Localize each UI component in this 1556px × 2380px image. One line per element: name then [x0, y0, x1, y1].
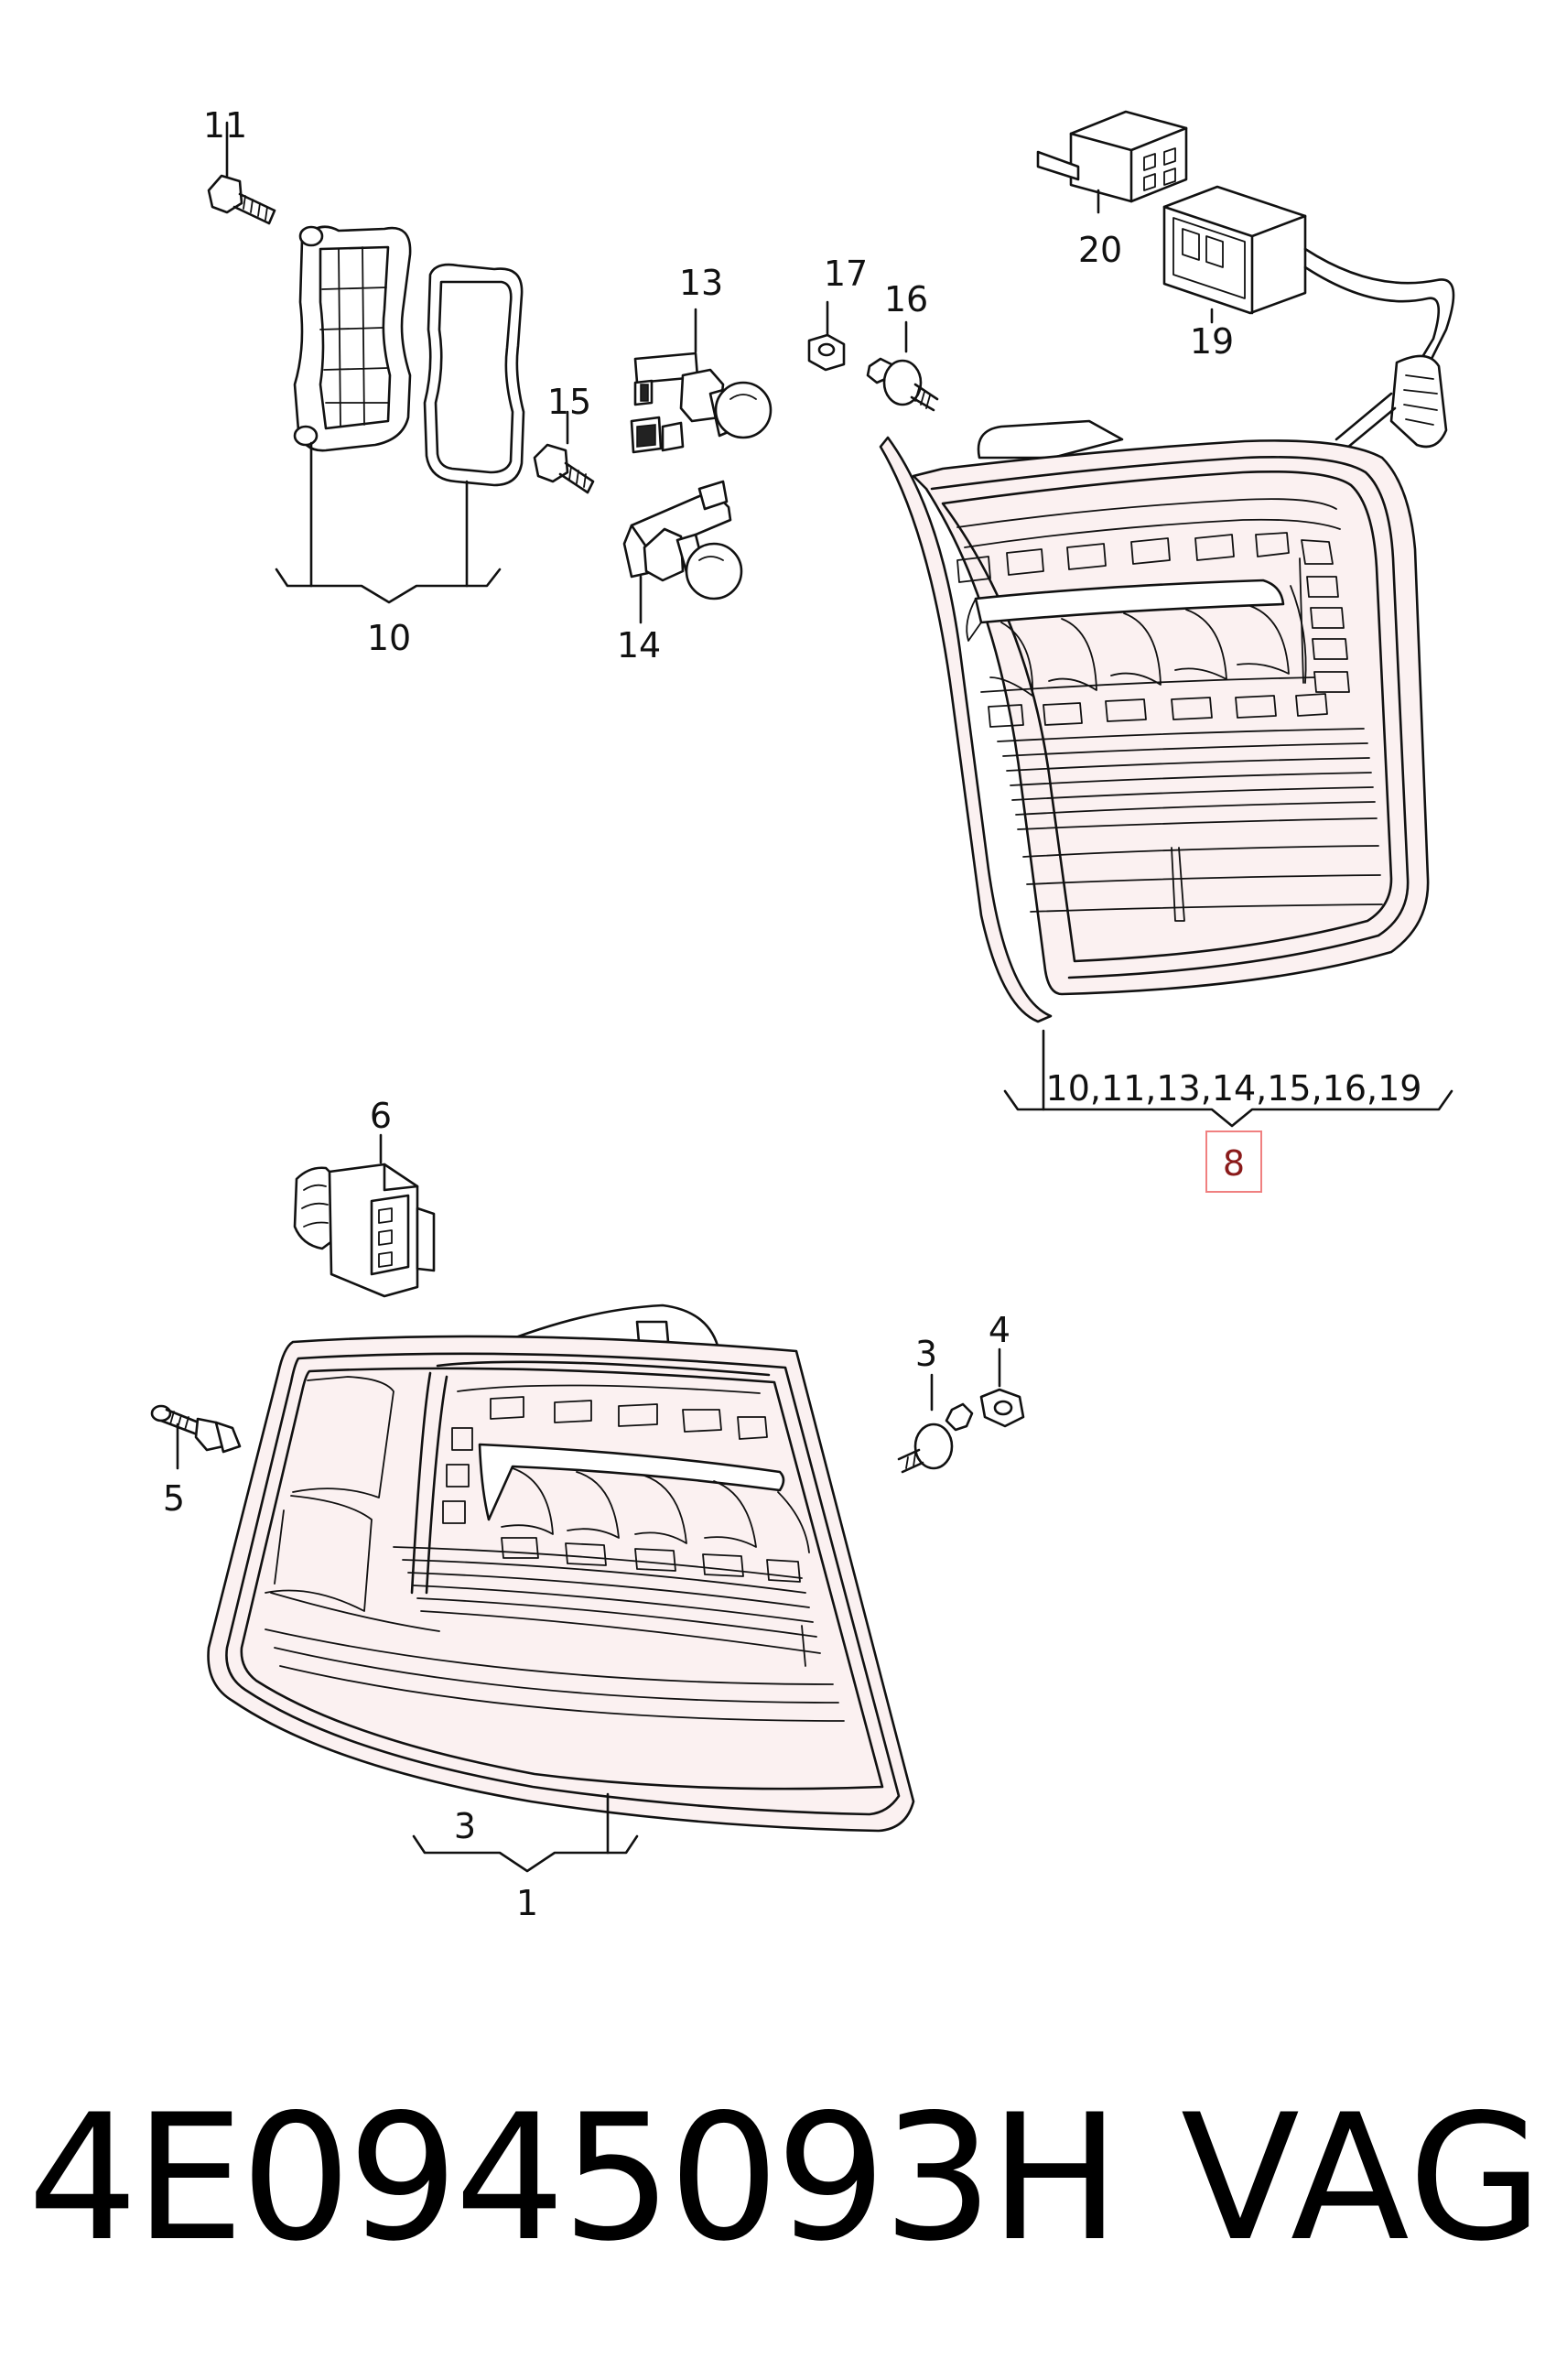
screw-15	[533, 410, 595, 494]
callout-10: 10	[367, 618, 411, 658]
bulb-holder-14	[622, 480, 743, 624]
connector-6	[293, 1133, 436, 1298]
gasket-holder-10	[275, 225, 525, 604]
callout-3-stud: 3	[915, 1334, 937, 1374]
bulb-holder-13	[630, 308, 773, 454]
led-row-lower	[988, 693, 1328, 728]
inner-tail-light-8	[879, 419, 1430, 1023]
stud-bolt-3	[897, 1373, 974, 1474]
callout-14: 14	[617, 625, 661, 665]
callout-6: 6	[370, 1096, 392, 1136]
nut-17	[807, 300, 846, 372]
group-bracket-1	[412, 1792, 639, 1873]
reflector-ribs-outer	[501, 1467, 810, 1553]
connector-20	[1036, 110, 1188, 214]
callout-5: 5	[163, 1478, 185, 1519]
led-column-right	[1306, 576, 1350, 693]
callout-8: 8	[1223, 1143, 1245, 1184]
callout-11: 11	[203, 105, 247, 146]
callout-13: 13	[679, 263, 723, 303]
led-row-top	[490, 1396, 768, 1440]
nut-4	[979, 1347, 1025, 1428]
callout-group-inner: 10,11,13,14,15,16,19	[1046, 1068, 1422, 1109]
footer-caption: 4E0945093H VAG	[0, 2041, 1556, 2316]
callout-4: 4	[989, 1310, 1010, 1350]
highlight-box-8	[1205, 1130, 1262, 1193]
group-bracket-8	[1003, 1029, 1453, 1128]
part-number: 4E0945093H	[27, 2077, 1120, 2279]
led-column-left	[442, 1427, 473, 1524]
screw-11	[207, 121, 276, 225]
stud-bolt-16	[866, 320, 939, 412]
callout-19: 19	[1190, 321, 1234, 362]
brand-name: VAG	[1181, 2077, 1545, 2279]
harness-19	[1162, 185, 1455, 454]
callout-1: 1	[516, 1883, 538, 1923]
callout-16: 16	[884, 279, 928, 319]
outer-tail-light-1	[207, 1304, 915, 1833]
callout-15: 15	[547, 382, 591, 422]
callout-3-group: 3	[454, 1806, 476, 1846]
callout-17: 17	[824, 254, 868, 294]
led-row-upper	[956, 532, 1334, 583]
callout-20: 20	[1078, 230, 1122, 270]
bolt-5	[150, 1404, 242, 1470]
